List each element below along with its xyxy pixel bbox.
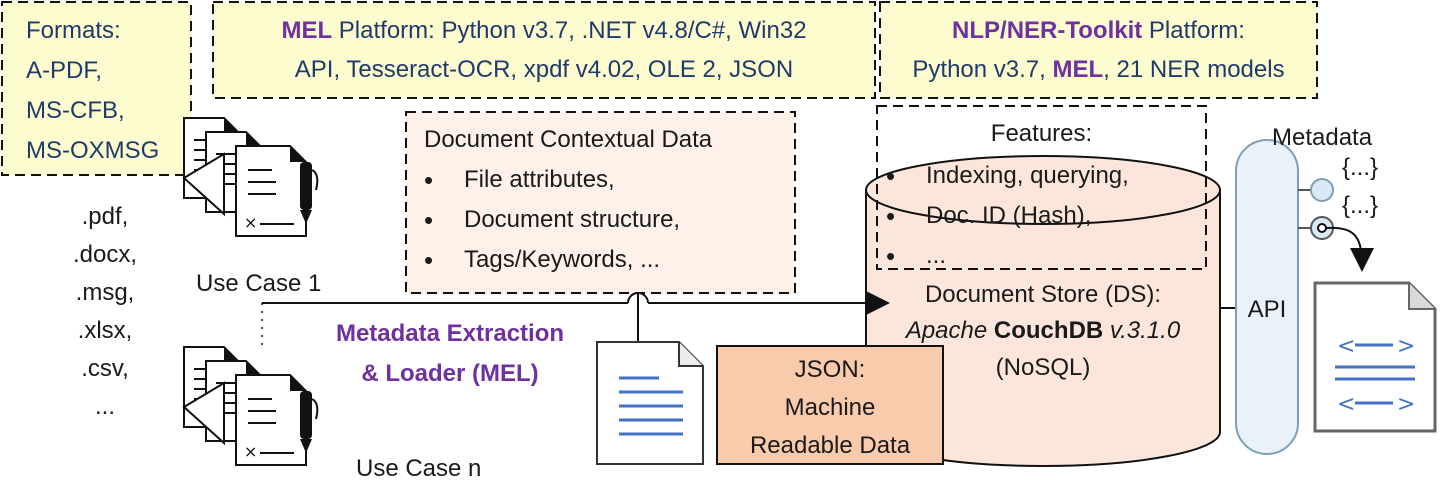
nlp-line2-brand: MEL: [1052, 56, 1104, 83]
svg-text:<: <: [1337, 392, 1355, 417]
document-store-software: Apache CouchDB v.3.1.0: [866, 317, 1220, 345]
api-endpoint-icon: [1310, 178, 1334, 202]
extension-item: .pdf,: [81, 203, 129, 230]
formats-title: Formats:: [26, 17, 121, 44]
feature-item: Doc. ID (Hash),: [876, 196, 1129, 236]
contextual-data-list: File attributes, Document structure, Tag…: [414, 160, 680, 280]
features-list: Indexing, querying, Doc. ID (Hash), ...: [876, 156, 1129, 276]
svg-text:<: <: [1337, 334, 1355, 359]
contextual-data-title: Document Contextual Data: [424, 126, 713, 153]
extension-item: .docx,: [72, 241, 138, 268]
formats-box: [1, 1, 192, 176]
nlp-line2-post: , 21 NER models: [1103, 56, 1285, 83]
store-version: v.3.1.0: [1103, 317, 1181, 344]
mel-platform-line2: API, Tesseract-OCR, xpdf v4.02, OLE 2, J…: [294, 56, 794, 83]
nlp-platform-box: [879, 1, 1318, 99]
use-case-n-label: Use Case n: [356, 455, 482, 482]
json-box: [716, 345, 944, 465]
json-box-line2: Machine: [784, 394, 876, 421]
mel-platform-line1: MEL Platform: Python v3.7, .NET v4.8/C#,…: [213, 17, 875, 45]
feature-item: Indexing, querying,: [876, 156, 1129, 196]
store-apache: Apache: [905, 317, 994, 344]
json-box-line1: JSON:: [794, 356, 866, 383]
nlp-brand: NLP/NER-Toolkit: [952, 17, 1143, 44]
feature-item: ...: [876, 236, 1129, 276]
extension-item: ...: [94, 393, 115, 420]
mel-platform-desc: Platform: Python v3.7, .NET v4.8/C#, Win…: [332, 17, 807, 44]
document-store-type: (NoSQL): [995, 354, 1091, 381]
contextual-item: File attributes,: [414, 160, 680, 200]
json-document-icon: [596, 341, 704, 465]
output-document-icon: < > < >: [1313, 281, 1437, 433]
extension-item: .csv,: [81, 355, 129, 382]
extension-item: .xlsx,: [77, 317, 133, 344]
nlp-platform-desc: Platform:: [1142, 17, 1245, 44]
mel-label-line2: & Loader (MEL): [361, 360, 539, 387]
mel-label-line1: Metadata Extraction: [335, 320, 565, 347]
extension-item: .msg,: [75, 279, 135, 306]
metadata-braces: {...}: [1342, 192, 1379, 219]
document-store-title: Document Store (DS):: [924, 281, 1162, 308]
features-title: Features:: [990, 120, 1093, 147]
nlp-platform-line2: Python v3.7, MEL, 21 NER models: [880, 56, 1317, 84]
metadata-label: Metadata: [1272, 124, 1373, 151]
json-box-line3: Readable Data: [749, 432, 911, 459]
use-case-1-documents-icon: [184, 118, 317, 236]
use-case-n-documents-icon: [184, 347, 317, 465]
svg-text:>: >: [1397, 334, 1415, 359]
svg-text:>: >: [1397, 392, 1415, 417]
use-case-1-label: Use Case 1: [196, 270, 322, 297]
metadata-braces: {...}: [1342, 154, 1379, 181]
nlp-platform-line1: NLP/NER-Toolkit Platform:: [880, 17, 1317, 45]
format-item: A-PDF,: [26, 57, 103, 84]
contextual-item: Document structure,: [414, 200, 680, 240]
mel-platform-box: [212, 1, 876, 99]
mel-brand: MEL: [281, 17, 333, 44]
contextual-item: Tags/Keywords, ...: [414, 240, 680, 280]
nlp-line2-pre: Python v3.7,: [912, 56, 1053, 83]
format-item: MS-OXMSG: [26, 137, 160, 164]
store-couchdb: CouchDB: [993, 317, 1104, 344]
format-item: MS-CFB,: [26, 97, 125, 124]
api-label: API: [1247, 296, 1287, 323]
api-bar: [1235, 139, 1299, 455]
